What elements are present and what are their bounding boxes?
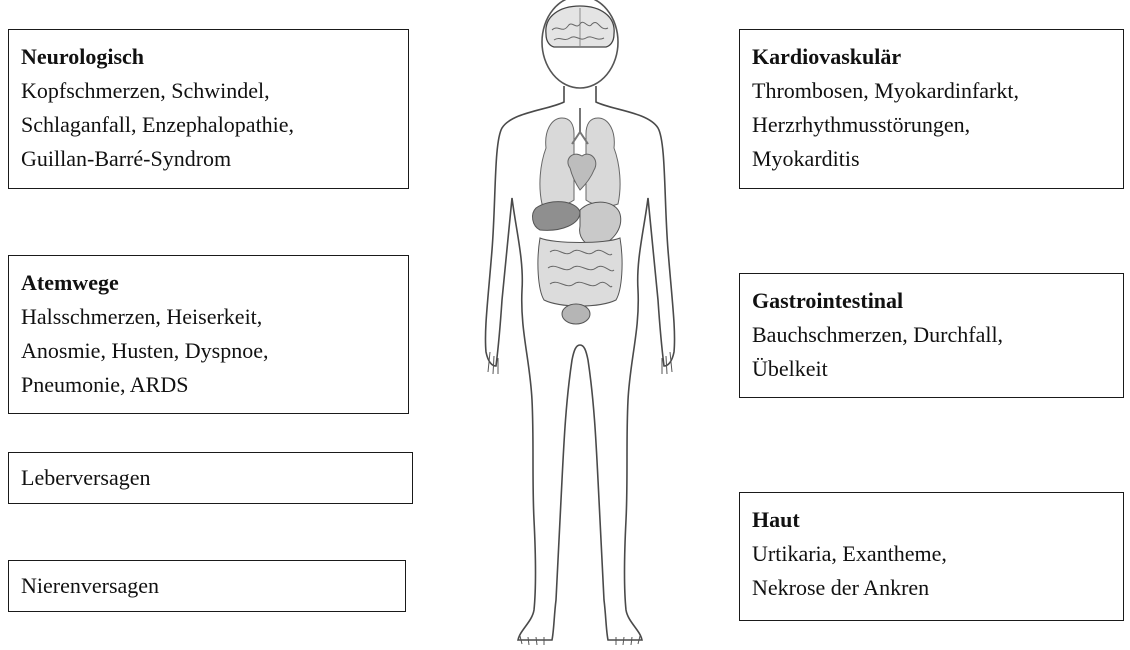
neurologisch-box: Neurologisch Kopfschmerzen, Schwindel, S… (8, 29, 409, 189)
nierenversagen-label: Nierenversagen (21, 569, 393, 603)
kardiovaskulaer-line: Myokarditis (752, 142, 1111, 176)
neurologisch-line: Schlaganfall, Enzephalopathie, (21, 108, 396, 142)
haut-line: Urtikaria, Exantheme, (752, 537, 1111, 571)
haut-box: Haut Urtikaria, Exantheme, Nekrose der A… (739, 492, 1124, 621)
neurologisch-line: Kopfschmerzen, Schwindel, (21, 74, 396, 108)
atemwege-box: Atemwege Halsschmerzen, Heiserkeit, Anos… (8, 255, 409, 414)
human-body-icon (440, 0, 720, 650)
gastrointestinal-line: Bauchschmerzen, Durchfall, (752, 318, 1111, 352)
neurologisch-title: Neurologisch (21, 40, 396, 74)
gastrointestinal-line: Übelkeit (752, 352, 1111, 386)
intestines-icon (538, 238, 622, 306)
leberversagen-box: Leberversagen (8, 452, 413, 504)
lungs-icon (540, 108, 620, 206)
leberversagen-label: Leberversagen (21, 461, 400, 495)
gastrointestinal-box: Gastrointestinal Bauchschmerzen, Durchfa… (739, 273, 1124, 398)
gastrointestinal-title: Gastrointestinal (752, 284, 1111, 318)
kardiovaskulaer-box: Kardiovaskulär Thrombosen, Myokardinfark… (739, 29, 1124, 189)
haut-line: Nekrose der Ankren (752, 571, 1111, 605)
atemwege-line: Halsschmerzen, Heiserkeit, (21, 300, 396, 334)
atemwege-line: Pneumonie, ARDS (21, 368, 396, 402)
kardiovaskulaer-line: Thrombosen, Myokardinfarkt, (752, 74, 1111, 108)
brain-icon (546, 6, 614, 47)
neurologisch-line: Guillan-Barré-Syndrom (21, 142, 396, 176)
nierenversagen-box: Nierenversagen (8, 560, 406, 612)
kardiovaskulaer-line: Herzrhythmusstörungen, (752, 108, 1111, 142)
bladder-icon (562, 304, 590, 324)
haut-title: Haut (752, 503, 1111, 537)
kardiovaskulaer-title: Kardiovaskulär (752, 40, 1111, 74)
atemwege-title: Atemwege (21, 266, 396, 300)
atemwege-line: Anosmie, Husten, Dyspnoe, (21, 334, 396, 368)
